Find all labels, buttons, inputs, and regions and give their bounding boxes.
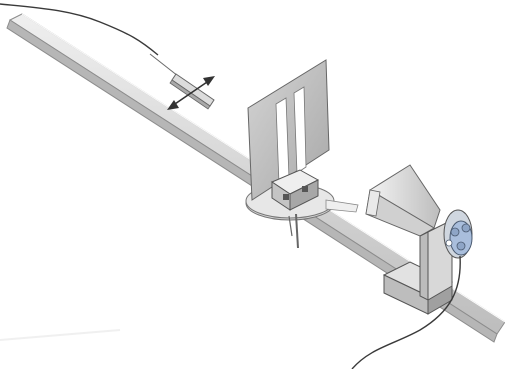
slide-carriage bbox=[270, 169, 320, 211]
floor-shadow-line bbox=[0, 329, 121, 341]
horn-antenna bbox=[365, 164, 441, 237]
probe-with-cable bbox=[0, 3, 215, 110]
receiver-cable bbox=[351, 255, 461, 369]
movement-arrows bbox=[167, 76, 215, 110]
receiver-unit bbox=[443, 209, 473, 259]
double-slit-plate bbox=[247, 59, 330, 201]
